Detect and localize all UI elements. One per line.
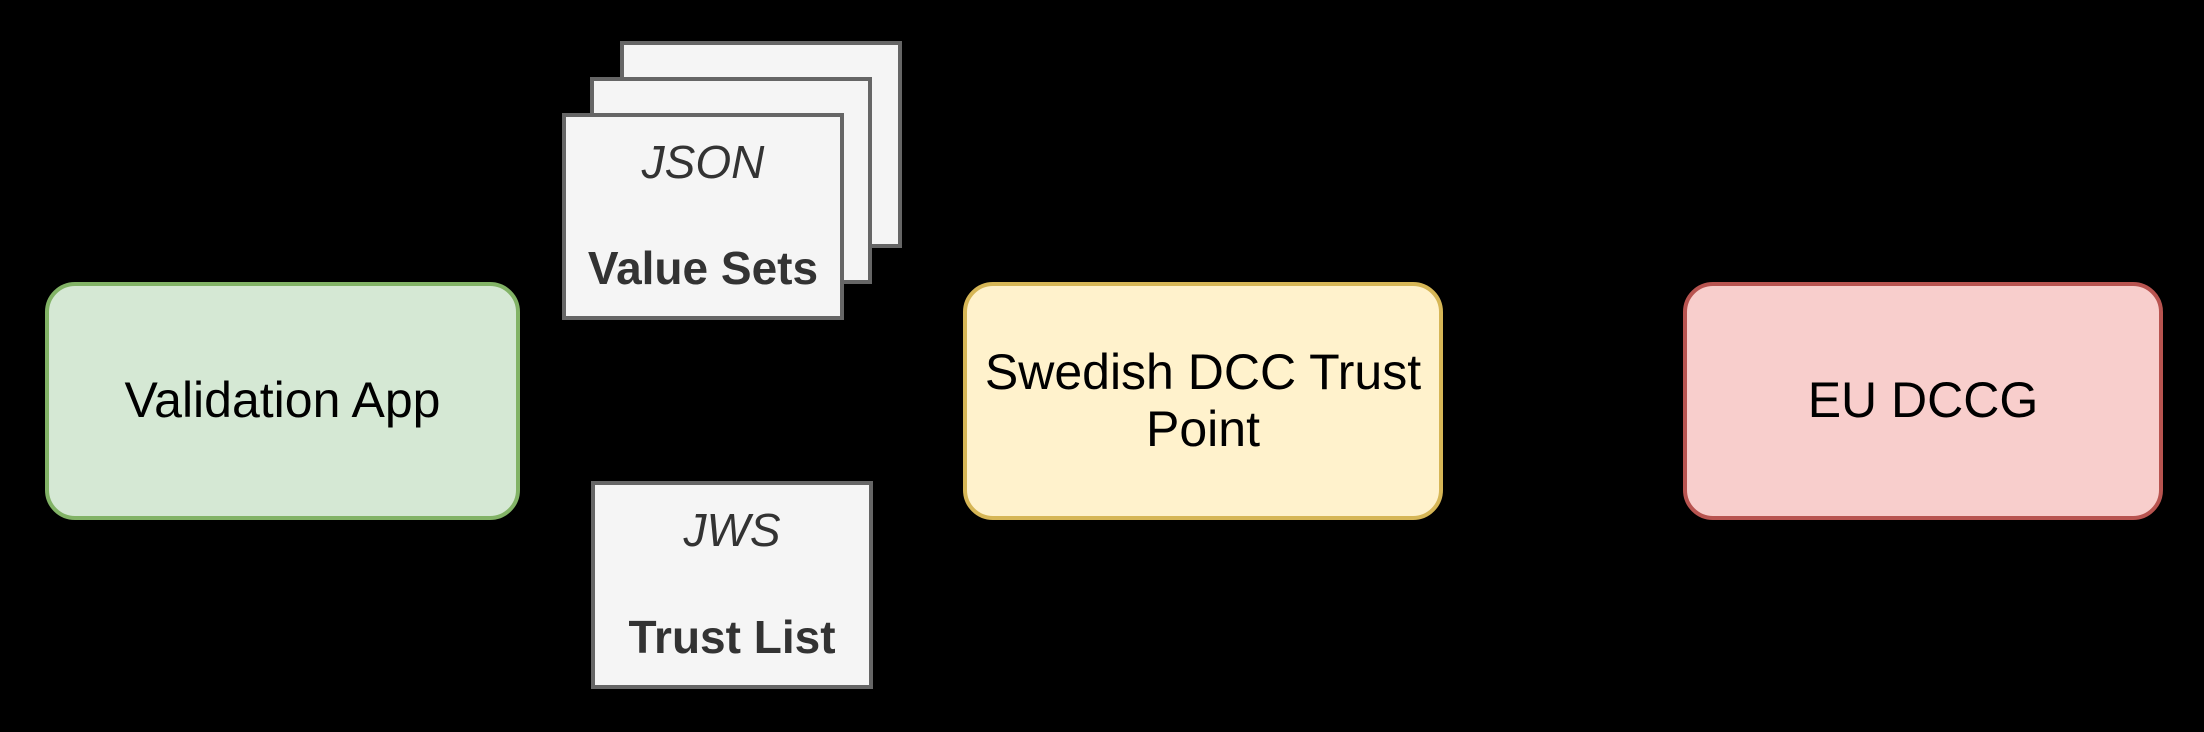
node-validation-app: Validation App — [45, 282, 520, 520]
value-sets-format-label: JSON — [641, 136, 765, 188]
node-swedish-dcc-trust-point: Swedish DCC Trust Point — [963, 282, 1443, 520]
node-eu-dccg: EU DCCG — [1683, 282, 2163, 520]
node-value-sets: JSON Value Sets — [562, 41, 902, 320]
node-validation-app-label: Validation App — [124, 372, 441, 429]
trust-list-title: Trust List — [628, 611, 836, 664]
node-eu-dccg-label: EU DCCG — [1807, 372, 2039, 429]
node-trust-list: JWS Trust List — [591, 481, 873, 689]
trust-list-format-label: JWS — [683, 504, 781, 556]
value-sets-page-front: JSON Value Sets — [562, 113, 844, 320]
node-swedish-dcc-trust-point-label: Swedish DCC Trust Point — [984, 343, 1422, 458]
value-sets-title: Value Sets — [587, 242, 819, 295]
